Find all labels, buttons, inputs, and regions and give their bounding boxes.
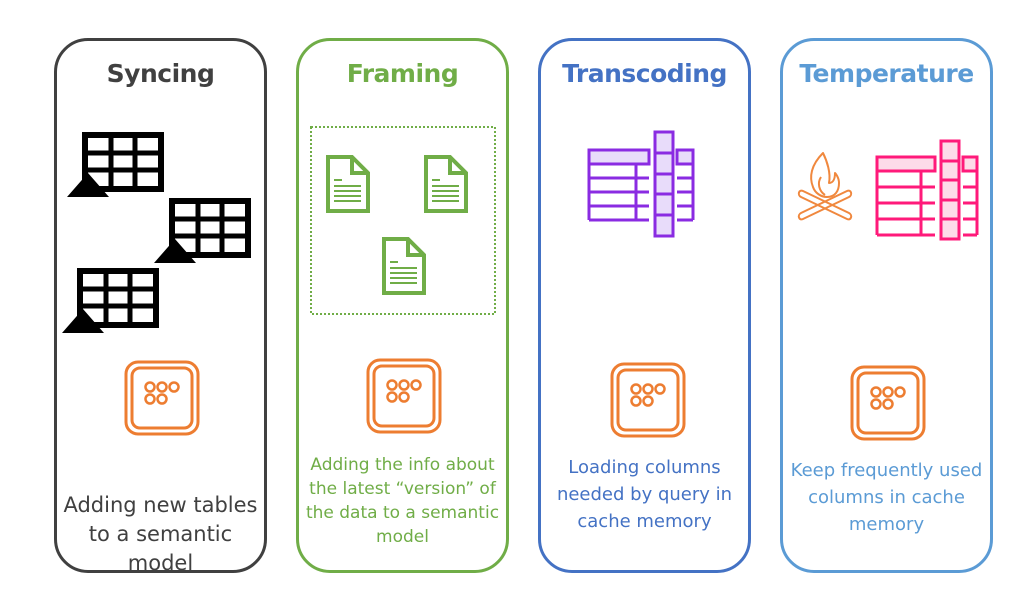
semantic-model-icon	[366, 358, 442, 434]
temperature-illustration	[797, 139, 979, 241]
document-icon	[424, 155, 468, 213]
card-transcoding: Transcoding Loading columns needed b	[538, 38, 751, 573]
card-title: Temperature	[799, 59, 974, 88]
transcoding-illustration	[587, 130, 695, 238]
campfire-icon	[797, 152, 853, 221]
semantic-model-icon	[124, 360, 200, 436]
card-title: Framing	[346, 59, 459, 88]
syncing-illustration	[62, 132, 251, 333]
card-framing: Framing	[296, 38, 509, 573]
semantic-model-icon	[850, 365, 926, 441]
card-description: Loading columns needed by query in cache…	[556, 457, 733, 532]
card-temperature: Temperature	[780, 38, 993, 573]
card-description: Keep frequently used columns in cache me…	[790, 460, 983, 535]
framing-illustration	[310, 126, 496, 315]
table-icon	[154, 198, 251, 263]
columnar-table-icon	[875, 139, 979, 241]
columnar-table-icon	[587, 130, 695, 238]
document-icon	[326, 155, 370, 213]
table-icon	[67, 132, 164, 197]
semantic-model-icon	[610, 362, 686, 438]
card-title: Syncing	[106, 59, 215, 88]
card-description: Adding the info about the latest “versio…	[305, 455, 500, 547]
dotted-frame	[310, 126, 496, 315]
card-description: Adding new tables to a semantic model	[63, 493, 258, 575]
document-icon	[382, 237, 426, 295]
card-syncing: Syncing	[54, 38, 267, 575]
table-icon	[62, 268, 159, 333]
card-title: Transcoding	[562, 59, 727, 88]
